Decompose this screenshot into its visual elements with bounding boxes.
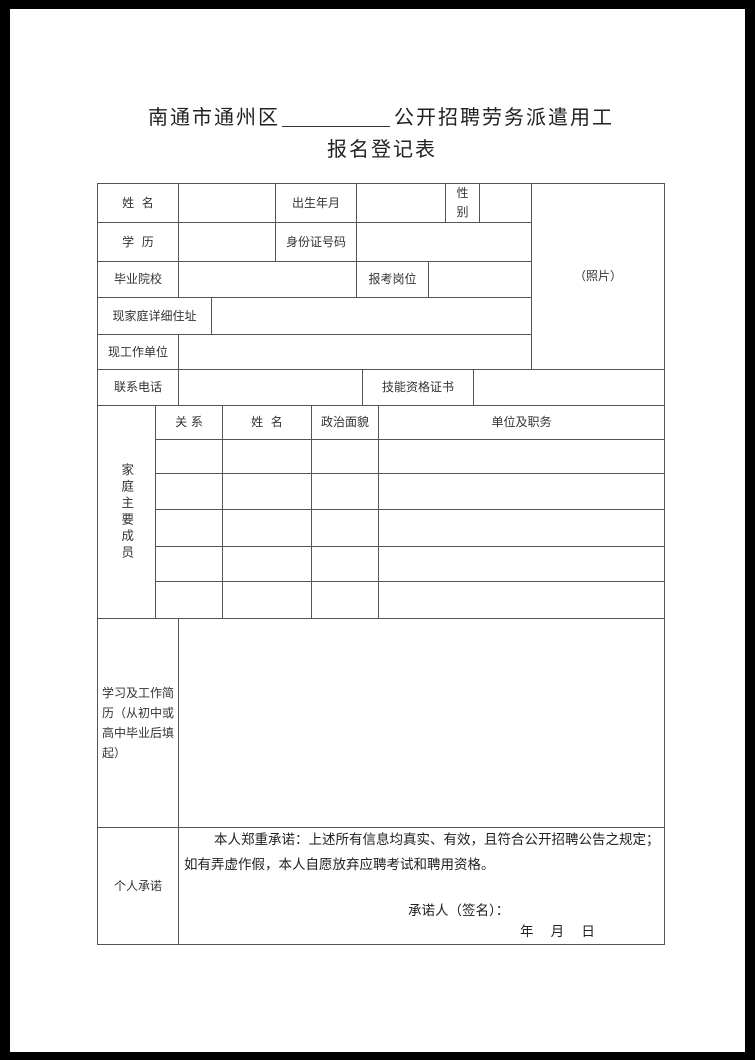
paper-page: 南通市通州区 公开招聘劳务派遣用工 报名登记表 姓 名 出生	[10, 9, 745, 1052]
input-address[interactable]	[212, 298, 531, 334]
input-birth[interactable]	[357, 184, 445, 222]
label-work-unit: 现工作单位	[107, 344, 168, 359]
label-phone: 联系电话	[113, 380, 162, 395]
pledge-signer: 承诺人（签名）：	[408, 903, 510, 919]
family-col-unit: 单位及职务	[491, 415, 552, 430]
family-row[interactable]	[156, 510, 664, 546]
input-education[interactable]	[179, 223, 275, 261]
label-school: 毕业院校	[113, 272, 162, 287]
label-name: 姓 名	[122, 195, 154, 210]
title-suffix: 公开招聘劳务派遣用工	[394, 105, 614, 129]
label-certificate: 技能资格证书	[381, 380, 454, 395]
family-row[interactable]	[156, 440, 664, 473]
input-gender[interactable]	[480, 184, 531, 222]
title-line2: 报名登记表	[327, 137, 437, 161]
input-id-number[interactable]	[357, 223, 531, 261]
input-name[interactable]	[179, 184, 275, 222]
family-row[interactable]	[156, 582, 664, 618]
pledge-text: 本人郑重承诺：上述所有信息均真实、有效，且符合公开招聘公告之规定；如有弄虚作假，…	[184, 832, 660, 873]
input-resume[interactable]	[179, 619, 664, 827]
input-position[interactable]	[429, 262, 531, 297]
label-gender: 性别	[456, 186, 469, 219]
label-family: 家庭主要成员	[119, 462, 135, 562]
label-position: 报考岗位	[368, 272, 417, 287]
label-pledge: 个人承诺	[113, 878, 162, 893]
family-col-name: 姓 名	[251, 415, 283, 430]
label-resume: 学习及工作简历（从初中或高中毕业后填起）	[102, 686, 175, 760]
photo-box: （照片）	[573, 269, 622, 284]
family-row[interactable]	[156, 547, 664, 581]
label-address: 现家庭详细住址	[112, 308, 197, 323]
family-col-political: 政治面貌	[320, 415, 369, 430]
input-school[interactable]	[179, 262, 356, 297]
title-prefix: 南通市通州区	[148, 105, 280, 129]
family-col-relation: 关 系	[175, 415, 203, 430]
family-row[interactable]	[156, 474, 664, 509]
title-blank-line[interactable]	[282, 126, 390, 127]
label-id-number: 身份证号码	[285, 234, 346, 249]
label-birth: 出生年月	[291, 195, 340, 210]
input-work-unit[interactable]	[179, 335, 531, 369]
pledge-date: 年 月 日	[520, 924, 595, 940]
input-certificate[interactable]	[474, 370, 664, 405]
input-phone[interactable]	[179, 370, 362, 405]
label-education: 学 历	[122, 234, 154, 249]
